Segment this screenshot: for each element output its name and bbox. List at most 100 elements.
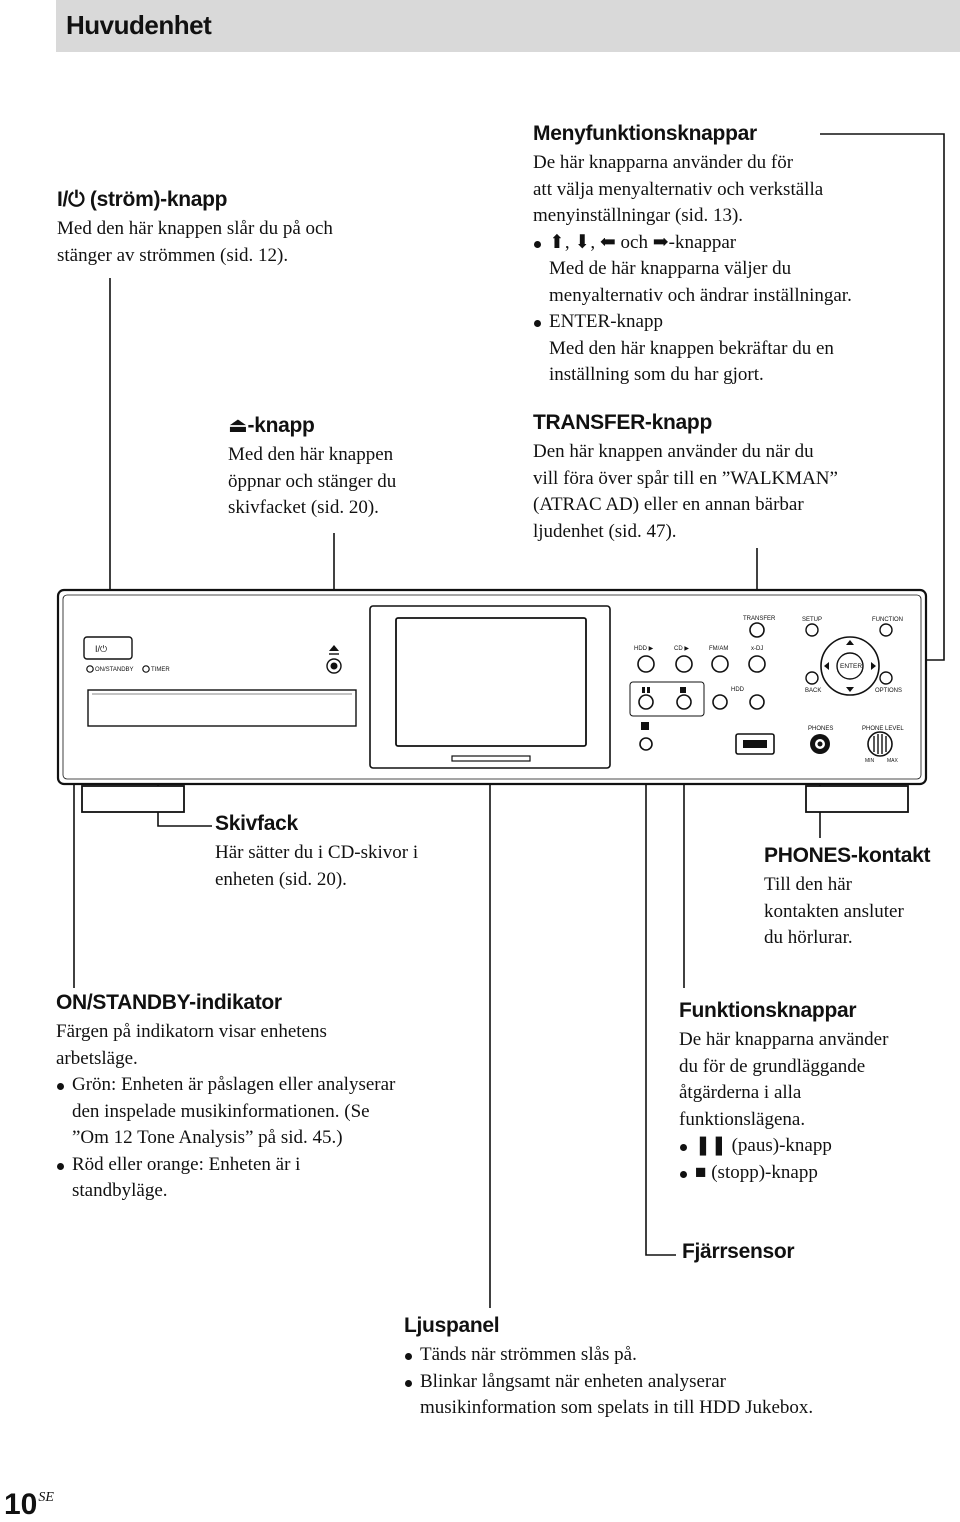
onstandby-line-1: Färgen på indikatorn visar enhetens bbox=[56, 1021, 327, 1042]
skivfack-line-2: enheten (sid. 20). bbox=[215, 868, 347, 890]
transfer-description: TRANSFER-knapp Den här knappen använder … bbox=[533, 411, 838, 545]
onstandby-title: ON/STANDBY-indikator bbox=[56, 991, 282, 1014]
timer-label: TIMER bbox=[151, 667, 170, 673]
page-title: Huvudenhet bbox=[66, 10, 212, 40]
cd-button bbox=[675, 655, 693, 673]
phones-label: PHONES bbox=[808, 726, 833, 732]
menu-line-3: menyinställningar (sid. 13). bbox=[533, 205, 744, 226]
function-button bbox=[879, 623, 893, 637]
hdd-label: HDD ▶ bbox=[634, 646, 654, 652]
onstandby-bullet-green-line-3: ”Om 12 Tone Analysis” på sid. 45.) bbox=[72, 1127, 343, 1148]
eject-title: ⏏-knapp bbox=[228, 414, 315, 437]
options-button bbox=[879, 671, 893, 685]
fmam-button bbox=[711, 655, 729, 673]
transfer-line-3: (ATRAC AD) eller en annan bärbar bbox=[533, 494, 804, 515]
menu-bullet-arrows-line-1: Med de här knapparna väljer du bbox=[549, 258, 792, 279]
back-button bbox=[805, 671, 819, 685]
ljuspanel-bullet-2-line-2: musikinformation som spelats in till HDD… bbox=[420, 1397, 814, 1418]
ljuspanel-title: Ljuspanel bbox=[404, 1314, 500, 1337]
back-label: BACK bbox=[805, 688, 821, 694]
phones-line-1: Till den här bbox=[764, 874, 852, 895]
fjarrsensor-description: Fjärrsensor bbox=[682, 1240, 795, 1268]
funktion-line-1: De här knapparna använder bbox=[679, 1029, 889, 1050]
xdj-button bbox=[748, 655, 766, 673]
onstandby-bullet-green-line-2: den inspelade musikinformationen. (Se bbox=[72, 1100, 370, 1122]
leader-fjarr bbox=[645, 748, 676, 1256]
menu-line-1: De här knapparna använder du för bbox=[533, 152, 794, 173]
transfer-label: TRANSFER bbox=[743, 616, 776, 622]
enter-label: ENTER bbox=[840, 663, 862, 670]
phones-line-3: du hörlurar. bbox=[764, 927, 853, 948]
function-label: FUNCTION bbox=[872, 617, 903, 623]
funktion-bullet-pause: ❚❚ (paus)-knapp bbox=[679, 1133, 888, 1160]
max-label: MAX bbox=[887, 758, 899, 764]
power-line-1: Med den här knappen slår du på och bbox=[57, 218, 333, 239]
setup-label: SETUP bbox=[802, 617, 822, 623]
transfer-line-2: vill föra över spår till en ”WALKMAN” bbox=[533, 467, 838, 489]
next-button bbox=[749, 694, 765, 710]
enter-button bbox=[836, 652, 864, 680]
options-label: OPTIONS bbox=[875, 688, 902, 694]
eject-line-3: skivfacket (sid. 20). bbox=[228, 497, 379, 518]
eject-line-2: öppnar och stänger du bbox=[228, 470, 397, 492]
power-title: I/⏻ (ström)-knapp bbox=[57, 188, 228, 211]
transfer-line-1: Den här knappen använder du när du bbox=[533, 441, 814, 462]
page-number-suffix: SE bbox=[38, 1490, 54, 1505]
skivfack-line-1: Här sätter du i CD-skivor i bbox=[215, 842, 419, 863]
eject-description: ⏏-knapp Med den här knappen öppnar och s… bbox=[228, 413, 396, 522]
pause-stop-group bbox=[629, 681, 705, 717]
onstandby-description: ON/STANDBY-indikator Färgen på indikator… bbox=[56, 991, 395, 1205]
funktion-line-4: funktionslägena. bbox=[679, 1108, 806, 1130]
ljuspanel-bullet-2: Blinkar långsamt när enheten analyserar bbox=[404, 1369, 813, 1396]
section-header: Huvudenhet bbox=[56, 0, 960, 52]
funktion-bullet-stop: ■ (stopp)-knapp bbox=[679, 1160, 888, 1187]
phones-description: PHONES-kontakt Till den här kontakten an… bbox=[764, 844, 930, 952]
eject-line-1: Med den här knappen bbox=[228, 444, 394, 465]
phone-level-label: PHONE LEVEL bbox=[862, 726, 904, 732]
cd-label: CD ▶ bbox=[674, 646, 689, 652]
remote-sensor bbox=[639, 737, 653, 751]
fmam-label: FM/AM bbox=[709, 646, 728, 652]
menu-bullet-enter: ENTER-knapp bbox=[533, 309, 852, 336]
onstandby-led bbox=[86, 665, 94, 673]
foot-right bbox=[805, 785, 909, 813]
ljuspanel-bullet-1: Tänds när strömmen slås på. bbox=[404, 1342, 813, 1369]
hdd-button bbox=[637, 655, 655, 673]
transfer-line-4: ljudenhet (sid. 47). bbox=[533, 520, 677, 542]
funktion-line-2: du för de grundläggande bbox=[679, 1055, 866, 1077]
skivfack-description: Skivfack Här sätter du i CD-skivor i enh… bbox=[215, 812, 418, 893]
power-line-2: stänger av strömmen (sid. 12). bbox=[57, 244, 289, 266]
display-screen bbox=[395, 617, 587, 747]
funktion-line-3: åtgärderna i alla bbox=[679, 1082, 802, 1103]
onstandby-bullet-red-line-2: standbyläge. bbox=[72, 1180, 168, 1201]
menu-bullet-arrows: ⬆, ⬇, ⬅ och ➡-knappar bbox=[533, 230, 852, 257]
funktion-description: Funktionsknappar De här knapparna använd… bbox=[679, 999, 888, 1186]
skivfack-title: Skivfack bbox=[215, 812, 298, 835]
foot-left bbox=[81, 785, 185, 813]
funktion-title: Funktionsknappar bbox=[679, 999, 857, 1022]
menu-title: Menyfunktionsknappar bbox=[533, 122, 757, 145]
onstandby-line-2: arbetsläge. bbox=[56, 1047, 138, 1069]
setup-button bbox=[805, 623, 819, 637]
hdd-mid-label: HDD bbox=[731, 687, 745, 693]
power-symbol-label: I/⏻ bbox=[95, 644, 107, 654]
menu-line-2: att välja menyalternativ och verkställa bbox=[533, 178, 824, 200]
power-description: I/⏻ (ström)-knapp Med den här knappen sl… bbox=[57, 188, 333, 269]
onstandby-label: ON/STANDBY bbox=[95, 667, 134, 673]
menu-bullet-arrows-line-2: menyalternativ och ändrar inställningar. bbox=[549, 284, 852, 306]
phones-title: PHONES-kontakt bbox=[764, 844, 931, 867]
phones-line-2: kontakten ansluter bbox=[764, 900, 904, 922]
xdj-label: x-DJ bbox=[751, 646, 763, 652]
disc-tray bbox=[87, 689, 357, 727]
stop-button bbox=[676, 694, 692, 710]
transfer-button bbox=[749, 622, 765, 638]
min-label: MIN bbox=[865, 758, 875, 764]
prev-button bbox=[712, 694, 728, 710]
onstandby-bullet-green: Grön: Enheten är påslagen eller analyser… bbox=[56, 1072, 395, 1099]
pause-button bbox=[638, 694, 654, 710]
page-number-value: 10 bbox=[4, 1488, 38, 1521]
onstandby-bullet-red: Röd eller orange: Enheten är i bbox=[56, 1152, 395, 1179]
page-number: 10SE bbox=[4, 1488, 54, 1522]
fjarrsensor-title: Fjärrsensor bbox=[682, 1240, 795, 1263]
menu-bullet-enter-line-2: inställning som du har gjort. bbox=[549, 364, 764, 385]
